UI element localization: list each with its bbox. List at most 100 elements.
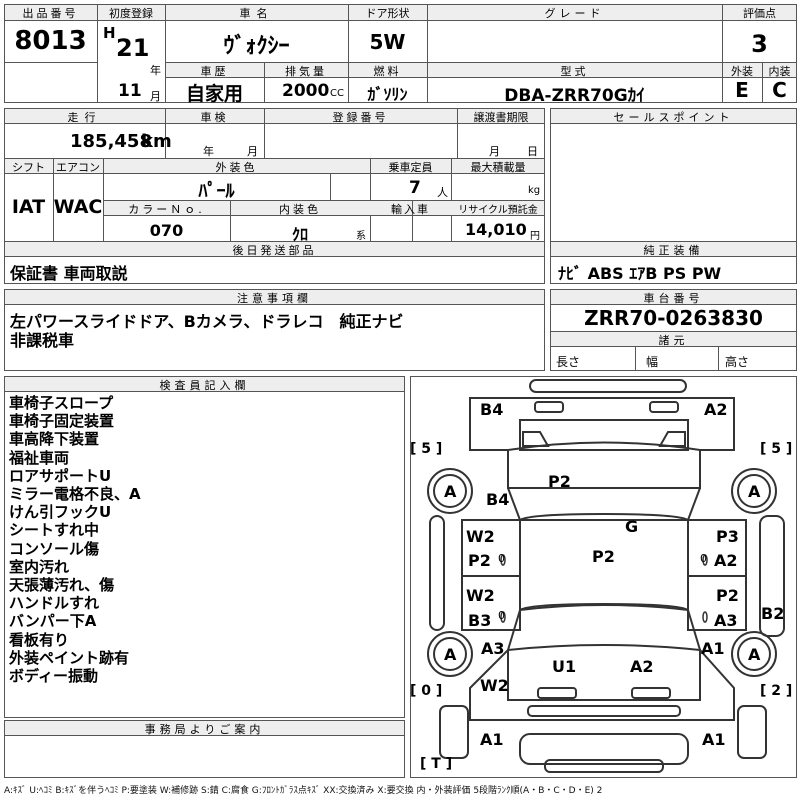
mark-w2-rear: W2	[480, 676, 509, 695]
label-interior: 内装	[768, 65, 791, 78]
inspector-line: 天張薄汚れ、傷	[9, 576, 115, 595]
interior-color-unit: 系	[356, 231, 366, 242]
mark-p2-right-2: P2	[716, 586, 739, 605]
mark-a1-bottom-left: A1	[480, 730, 504, 749]
inspector-line: バンパー下A	[9, 612, 97, 631]
mark-right-5: [ 5 ]	[760, 441, 793, 457]
color-no: 070	[149, 221, 184, 240]
mark-b4-side: B4	[486, 490, 510, 509]
car-diagram	[427, 379, 785, 773]
label-later-parts: 後日発送部品	[232, 244, 317, 257]
label-max-load: 最大積載量	[470, 161, 526, 174]
car-name: ｳﾞｫｸｼｰ	[223, 34, 290, 59]
inspector-line: 看板有り	[9, 630, 70, 649]
notes-line-1: 左パワースライドドア、Bカメラ、ドラレコ 純正ナビ	[10, 312, 404, 331]
mark-left-5: [ 5 ]	[410, 441, 443, 457]
dim-length: 長さ	[556, 355, 581, 369]
label-reg-no: 登録番号	[332, 111, 389, 124]
mileage: 185,458	[70, 131, 152, 152]
mark-left-0: [ 0 ]	[410, 683, 443, 699]
top-info-table	[4, 4, 797, 103]
mark-a2-right: A2	[714, 551, 738, 570]
mark-t: [ T ]	[420, 756, 453, 772]
mark-g: G	[625, 517, 639, 536]
inspector-line: けん引フックU	[9, 503, 112, 522]
label-history: 車歴	[200, 65, 229, 78]
interior-color: ｸﾛ	[291, 225, 308, 244]
inspector-line: 福祉車両	[9, 448, 70, 467]
inspector-box	[4, 376, 405, 718]
shift: IAT	[11, 196, 46, 218]
displacement: 2000	[282, 81, 330, 101]
mark-a1-right: A1	[701, 639, 725, 658]
label-genuine: 純正装備	[643, 244, 704, 257]
label-grade: グレード	[544, 7, 605, 20]
inspector-line: シートすれ中	[9, 521, 100, 540]
label-chassis: 車台番号	[643, 292, 704, 305]
later-parts: 保証書 車両取説	[10, 264, 128, 283]
label-color-no: カラーＮｏ.	[128, 203, 205, 216]
inspector-line: 外装ペイント跡有	[9, 648, 130, 667]
first-reg-era: H	[103, 24, 116, 42]
mark-a-left-front-wheel: A	[444, 482, 457, 501]
chassis-number: ZRR70-0263830	[584, 306, 763, 330]
label-first-reg: 初度登録	[109, 7, 153, 20]
chassis-box	[550, 289, 797, 371]
label-displacement: 排気量	[285, 65, 327, 78]
mark-w2-left-1: W2	[466, 527, 495, 546]
transfer-day-unit: 日	[527, 145, 538, 158]
label-model: 型式	[560, 65, 589, 78]
max-load-unit: kg	[528, 185, 541, 196]
door-type: 5W	[369, 30, 406, 54]
mark-b3-left: B3	[468, 611, 492, 630]
vehicle-detail-table	[4, 108, 545, 284]
displacement-unit: CC	[330, 88, 344, 99]
label-inspection: 車検	[200, 111, 229, 124]
mark-p3-right: P3	[716, 527, 739, 546]
inspector-line: ハンドルすれ	[9, 594, 100, 613]
office-box	[4, 720, 405, 778]
mark-a-left-rear-wheel: A	[444, 645, 457, 664]
mark-right-2: [ 2 ]	[760, 683, 793, 699]
recycle-unit: 円	[530, 231, 540, 242]
label-car-name: 車名	[239, 7, 274, 20]
mileage-unit: km	[141, 131, 172, 152]
inspector-line: 車高降下装置	[9, 430, 100, 449]
label-capacity: 乗車定員	[388, 161, 433, 174]
label-aircon: エアコン	[56, 161, 100, 174]
label-lot: 出品番号	[22, 7, 79, 20]
exterior-grade: E	[735, 78, 749, 102]
inspector-line: ボディー振動	[9, 667, 98, 686]
mark-b4-top: B4	[480, 400, 504, 419]
mark-a-right-front-wheel: A	[748, 482, 761, 501]
label-notes: 注意事項欄	[237, 292, 312, 305]
label-import: 輸入車	[391, 203, 430, 216]
fuel: ｶﾞｿﾘﾝ	[367, 85, 408, 104]
transfer-month-unit: 月	[489, 145, 500, 158]
mark-p2-roof: P2	[592, 547, 615, 566]
dim-width: 幅	[646, 355, 659, 369]
inspection-month-unit: 月	[247, 145, 258, 158]
mark-p2-hood: P2	[548, 472, 571, 491]
mark-a3-left: A3	[481, 639, 505, 658]
label-fuel: 燃料	[373, 65, 402, 78]
inspector-line: コンソール傷	[9, 539, 100, 558]
label-shift: シフト	[12, 161, 45, 174]
model: DBA-ZRR70Gｶｲ	[504, 86, 645, 106]
genuine-equipment: ﾅﾋﾞ ABS ｴｱB PS PW	[558, 264, 722, 283]
first-reg-year-unit: 年	[150, 64, 161, 77]
mark-zero-left-2: 0	[498, 609, 505, 622]
inspector-line: ミラー電格不良、A	[9, 485, 141, 504]
mark-a2-rear: A2	[630, 657, 654, 676]
lot-number: 8013	[14, 26, 87, 56]
history: 自家用	[185, 83, 243, 105]
label-transfer: 譲渡書期限	[473, 111, 529, 124]
capacity-unit: 人	[437, 186, 448, 199]
first-reg-year: 21	[116, 34, 150, 62]
label-sales-points: セールスポイント	[613, 111, 734, 124]
recycle: 14,010	[465, 220, 527, 239]
dim-height: 高さ	[725, 355, 750, 369]
label-interior-color: 内装色	[279, 203, 321, 216]
aircon: WAC	[53, 196, 103, 218]
